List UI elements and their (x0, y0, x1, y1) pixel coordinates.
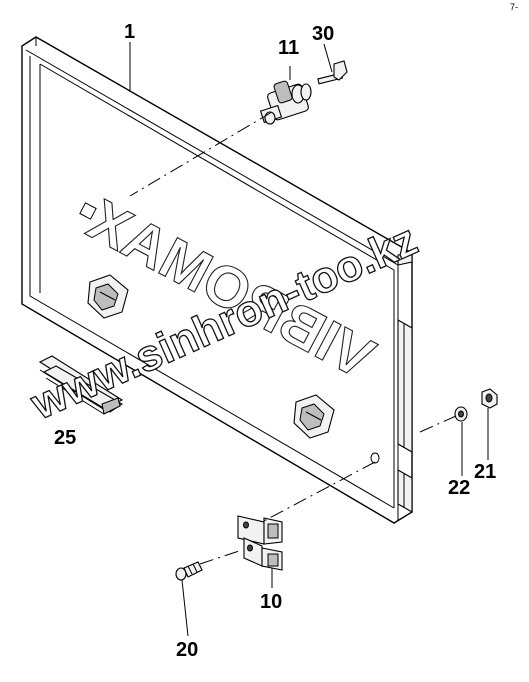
callout-nut-washer: 22 (448, 477, 470, 499)
callout-lock: 11 (278, 37, 299, 59)
leader-30 (323, 43, 333, 73)
lock-key (317, 60, 348, 85)
logo-square-mark (79, 202, 97, 220)
door-panel (21, 36, 413, 524)
lock-axis (129, 111, 273, 197)
callout-key: 30 (312, 23, 334, 45)
hinge (237, 515, 283, 571)
hinge-screw (175, 561, 203, 581)
nut-washer (454, 406, 468, 422)
hinge-axis (261, 461, 376, 523)
nut-axis (419, 415, 457, 433)
callout-panel: 1 (124, 21, 135, 43)
callout-hinge: 10 (260, 591, 282, 613)
screw-axis (199, 549, 243, 565)
callout-strip: 25 (54, 427, 76, 449)
leader-20 (181, 579, 189, 637)
panel-clip-right (293, 394, 335, 439)
hex-nut (481, 388, 498, 409)
panel-clip-left (87, 274, 129, 319)
callout-screw: 20 (176, 639, 198, 661)
seal-strip (38, 355, 124, 415)
corner-mark: 7- (510, 2, 518, 12)
callout-nut: 21 (474, 461, 496, 483)
lock-assembly (259, 66, 312, 125)
